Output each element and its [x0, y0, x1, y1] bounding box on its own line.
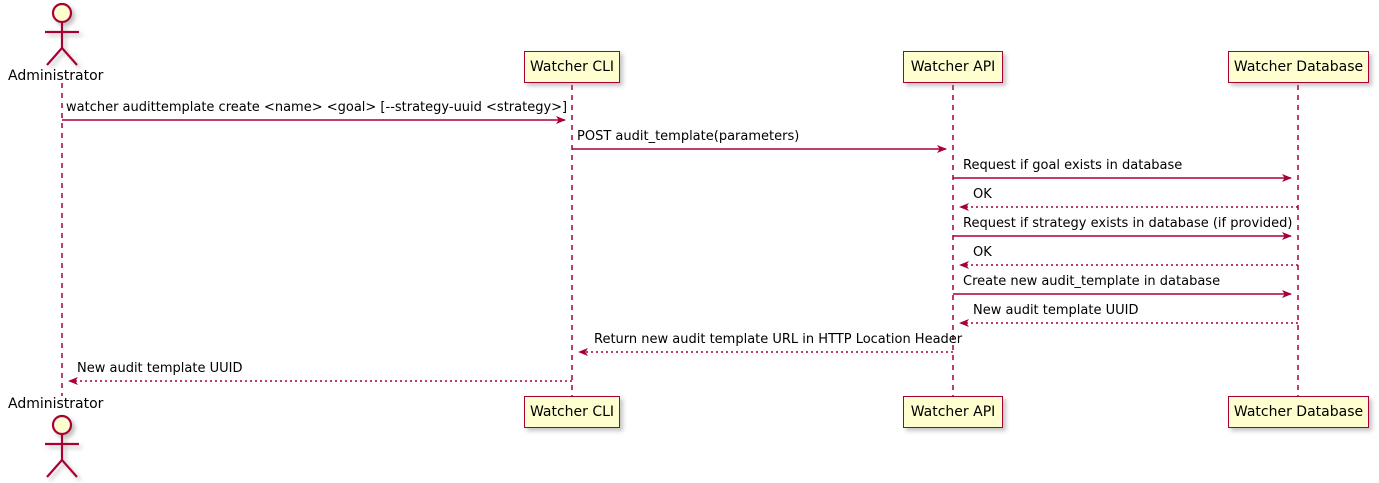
participant-box-watcher-api-top[interactable]: Watcher API — [903, 51, 1003, 83]
message-label-7: Create new audit_template in database — [963, 274, 1221, 289]
lifelines — [61, 83, 1299, 396]
actor-figure-administrator-top — [45, 2, 79, 66]
message-label-4: OK — [973, 187, 992, 202]
actor-label-administrator-top: Administrator — [8, 68, 104, 84]
participant-box-watcher-database-bottom[interactable]: Watcher Database — [1228, 396, 1369, 428]
participant-box-watcher-cli-top[interactable]: Watcher CLI — [524, 51, 620, 83]
message-label-8: New audit template UUID — [973, 303, 1139, 318]
participant-label-watcher-api-bottom: Watcher API — [910, 404, 996, 420]
message-arrows — [62, 116, 1298, 385]
participant-label-watcher-database: Watcher Database — [1233, 59, 1364, 75]
message-label-9: Return new audit template URL in HTTP Lo… — [594, 332, 963, 347]
participant-box-watcher-database-top[interactable]: Watcher Database — [1228, 51, 1369, 83]
participant-label-watcher-database-bottom: Watcher Database — [1233, 404, 1364, 420]
actor-label-administrator-bottom: Administrator — [8, 396, 104, 412]
participant-label-watcher-cli: Watcher CLI — [529, 59, 615, 75]
message-label-6: OK — [973, 245, 992, 260]
participant-label-watcher-api: Watcher API — [910, 59, 996, 75]
message-label-3: Request if goal exists in database — [963, 158, 1183, 173]
message-label-2: POST audit_template(parameters) — [577, 129, 800, 144]
message-label-1: watcher audittemplate create <name> <goa… — [66, 100, 568, 115]
message-label-5: Request if strategy exists in database (… — [963, 216, 1293, 231]
participant-box-watcher-cli-bottom[interactable]: Watcher CLI — [524, 396, 620, 428]
participant-label-watcher-cli-bottom: Watcher CLI — [529, 404, 615, 420]
message-label-10: New audit template UUID — [77, 361, 243, 376]
actor-figure-administrator-bottom — [45, 414, 79, 478]
participant-box-watcher-api-bottom[interactable]: Watcher API — [903, 396, 1003, 428]
